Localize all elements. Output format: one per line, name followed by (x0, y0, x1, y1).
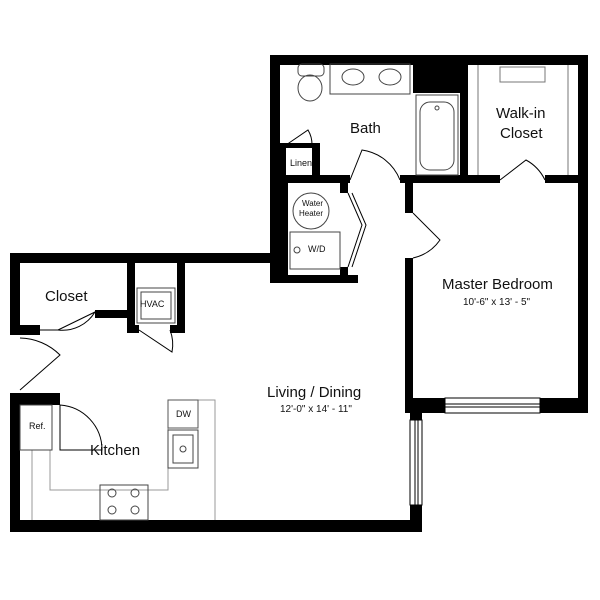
living-dining-dim: 12'-0" x 14' - 11" (280, 404, 352, 415)
vanity (329, 63, 411, 95)
kitchen-counters (19, 399, 216, 521)
living-window (409, 419, 423, 506)
walkin-closet-label-line1: Walk-in (496, 105, 546, 122)
windows (409, 397, 541, 506)
linen-label: Linen (290, 158, 313, 168)
washer-dryer-label: W/D (308, 244, 326, 254)
bath-label: Bath (350, 120, 381, 137)
kitchen-label: Kitchen (90, 442, 141, 459)
utility-fixtures (289, 192, 341, 270)
closet-shelving (477, 65, 569, 175)
water-heater-label-line2: Heater (299, 209, 324, 218)
closet-door (40, 310, 97, 331)
walkin-door (499, 159, 546, 181)
bath-fixtures (297, 63, 459, 176)
living-dining-label: Living / Dining (267, 384, 362, 401)
master-bedroom-dim: 10'-6" x 13' - 5" (463, 297, 531, 308)
kitchen-sink (167, 429, 199, 469)
refrigerator-label: Ref. (29, 421, 46, 431)
master-bedroom-label: Master Bedroom (442, 276, 553, 293)
laundry-door (347, 192, 367, 268)
dishwasher-label: DW (176, 409, 191, 419)
closet-label: Closet (45, 288, 88, 305)
range (99, 484, 149, 521)
water-heater-label-line1: Water (302, 199, 324, 208)
dishwasher (167, 399, 199, 429)
washer-dryer (289, 231, 341, 270)
linen-door (285, 129, 313, 146)
bathtub (415, 94, 459, 176)
exterior-walls (10, 55, 588, 532)
entry-door (19, 337, 61, 391)
walkin-closet-label-line2: Closet (500, 125, 543, 142)
water-heater (292, 192, 330, 230)
refrigerator (19, 404, 53, 451)
fridge-door (59, 404, 103, 451)
interior-walls (10, 65, 585, 413)
toilet (297, 74, 323, 102)
bedroom-window (444, 397, 541, 414)
hvac-unit (136, 287, 176, 324)
hvac-label: HVAC (140, 299, 165, 309)
hvac-door (138, 329, 174, 353)
doors (19, 129, 546, 451)
bedroom-door (412, 212, 441, 259)
bath-door (349, 149, 401, 181)
